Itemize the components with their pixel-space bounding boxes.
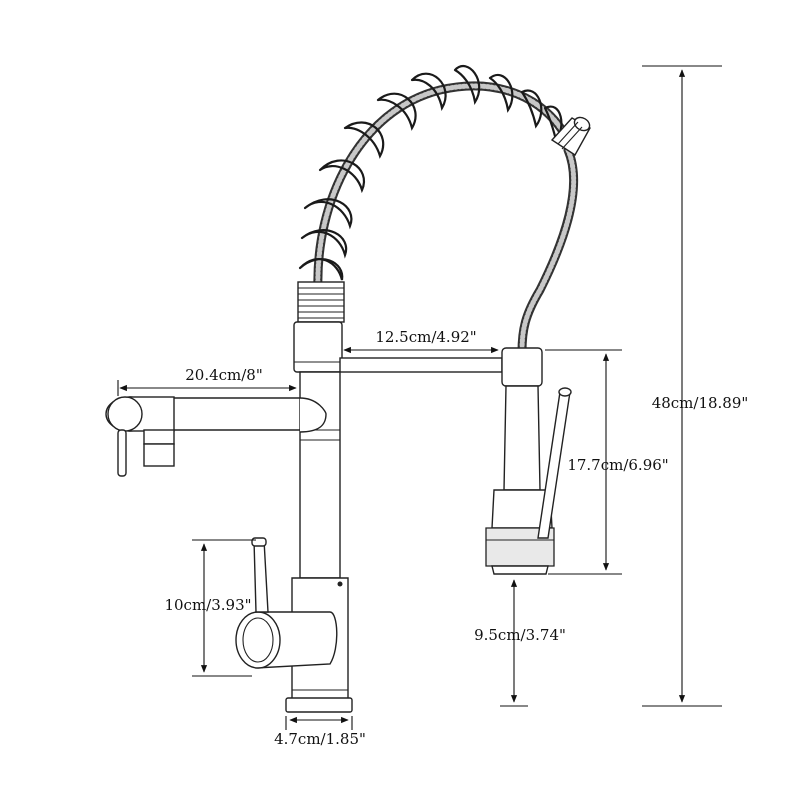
sprayer-drop-label: 9.5cm/3.74"	[474, 626, 566, 644]
handle-height-label: 10cm/3.93"	[164, 596, 251, 614]
threaded-collar	[297, 281, 345, 323]
dimension-lines: 48cm/18.89" 17.7cm/6.96" 12.5cm/4.92" 20…	[117, 65, 749, 748]
sprayer-offset-label: 12.5cm/4.92"	[375, 328, 476, 346]
faucet-illustration	[105, 64, 591, 713]
sprayer-length-label: 17.7cm/6.96"	[567, 456, 668, 474]
base-diameter-label: 4.7cm/1.85"	[274, 730, 366, 748]
sprayer-holder-arm	[339, 357, 503, 373]
braided-hose	[313, 81, 579, 357]
hose-connector	[550, 116, 591, 156]
base-body	[235, 577, 353, 713]
lever-handle	[251, 537, 269, 613]
side-spout	[105, 396, 327, 477]
pull-down-sprayer	[485, 347, 572, 575]
side-spout-reach-label: 20.4cm/8"	[185, 366, 263, 384]
upper-collar	[293, 321, 343, 373]
spring-coil	[298, 64, 563, 281]
total-height-label: 48cm/18.89"	[652, 394, 749, 412]
